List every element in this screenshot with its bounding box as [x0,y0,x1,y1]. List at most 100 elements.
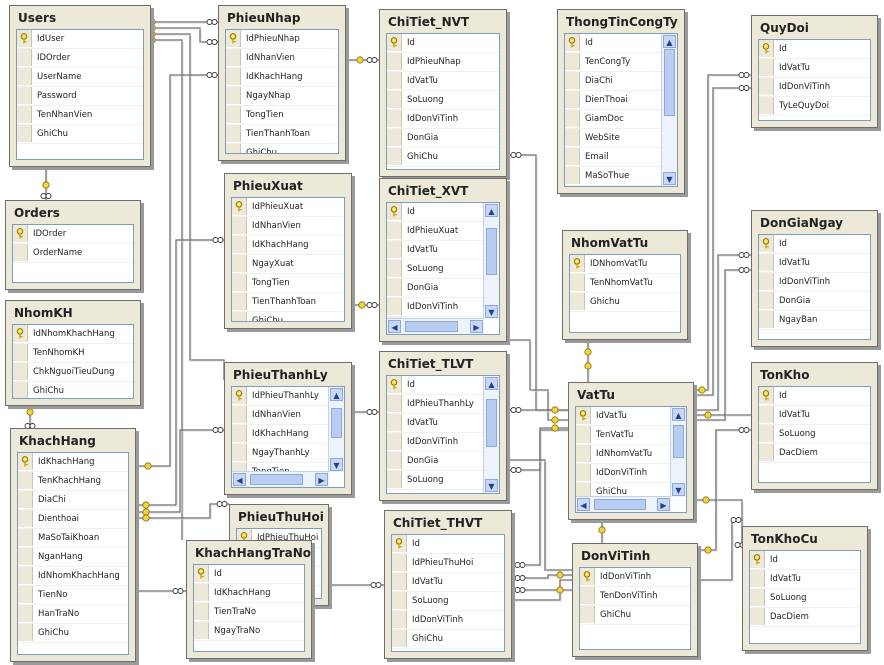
column-row[interactable]: TenNhanVien [17,106,143,125]
column-row[interactable]: Password [17,87,143,106]
row-selector[interactable] [18,624,33,641]
row-selector[interactable] [232,312,247,321]
column-row[interactable]: IdVatTu [759,59,870,78]
row-selector[interactable] [387,129,402,146]
row-selector[interactable] [232,255,247,272]
scroll-up-button[interactable]: ▲ [672,408,685,421]
column-row[interactable]: Id [565,34,662,53]
row-selector[interactable] [565,110,580,127]
column-row[interactable]: NgayXuat [232,255,344,274]
vertical-scrollbar[interactable]: ▲▼ [328,387,344,472]
column-row[interactable]: IdDonViTinh [576,464,671,483]
row-selector[interactable] [759,425,774,442]
row-selector[interactable] [17,49,32,66]
column-row[interactable]: IdPhieuXuat [387,222,484,241]
column-row[interactable]: IdVatTu [387,72,499,91]
row-selector[interactable] [13,344,28,361]
scroll-left-button[interactable]: ◀ [577,498,590,511]
column-row[interactable]: IdNhanVien [232,217,344,236]
column-row[interactable]: MaSoThue [565,167,662,186]
row-selector[interactable] [13,225,28,242]
row-selector[interactable] [18,472,33,489]
row-selector[interactable] [387,222,402,239]
column-row[interactable]: NgayTraNo [194,622,304,641]
row-selector[interactable] [387,72,402,89]
relationship-line[interactable] [134,74,218,467]
row-selector[interactable] [565,148,580,165]
row-selector[interactable] [565,186,580,187]
relationship-line[interactable] [505,459,572,571]
column-row[interactable]: TenNhomKH [13,344,133,363]
row-selector[interactable] [759,387,774,404]
row-selector[interactable] [18,567,33,584]
column-row[interactable]: IdKhachHang [226,68,338,87]
row-selector[interactable] [759,40,774,57]
column-row[interactable]: GhiChu [580,606,690,625]
row-selector[interactable] [392,611,407,628]
column-row[interactable]: IdVatTu [387,414,484,433]
column-row[interactable]: IDNhomVatTu [570,255,680,274]
column-row[interactable]: DonGia [387,129,499,148]
column-row[interactable]: TyLeQuyDoi [759,97,870,116]
column-row[interactable]: TienThanhToan [232,293,344,312]
column-row[interactable]: GhiChu [17,125,143,144]
row-selector[interactable] [387,414,402,431]
column-row[interactable]: SoLuong [392,592,504,611]
row-selector[interactable] [565,129,580,146]
row-selector[interactable] [387,241,402,258]
row-selector[interactable] [387,34,402,51]
row-selector[interactable] [387,376,402,393]
column-row[interactable]: DonGia [387,452,484,471]
column-row[interactable]: TenDonViTinh [580,587,690,606]
row-selector[interactable] [232,293,247,310]
scroll-down-button[interactable]: ▼ [672,483,685,496]
column-row[interactable]: GiamDoc [565,110,662,129]
column-row[interactable]: Id [387,34,499,53]
column-row[interactable]: IdVatTu [759,254,870,273]
scroll-down-button[interactable]: ▼ [663,172,676,185]
column-row[interactable]: GhiChu [392,630,504,649]
row-selector[interactable] [387,260,402,277]
column-row[interactable]: SoLuong [387,91,499,110]
scroll-right-button[interactable]: ▶ [315,473,328,486]
column-row[interactable]: TienThanhToan [226,125,338,144]
vertical-scrollbar[interactable]: ▲▼ [661,34,677,186]
row-selector[interactable] [387,53,402,70]
scroll-up-button[interactable]: ▲ [485,204,498,217]
row-selector[interactable] [565,34,580,51]
row-selector[interactable] [750,570,765,587]
row-selector[interactable] [759,273,774,290]
column-row[interactable]: IdPhieuThanhLy [232,387,329,406]
relationship-line[interactable] [692,269,751,421]
column-row[interactable]: NganHang [18,548,128,567]
row-selector[interactable] [759,254,774,271]
column-row[interactable]: IdDonViTinh [759,78,870,97]
row-selector[interactable] [565,91,580,108]
column-row[interactable]: IdDonViTinh [759,273,870,292]
column-row[interactable]: DacDiem [759,444,870,463]
row-selector[interactable] [18,586,33,603]
column-row[interactable]: TenVatTu [576,426,671,445]
column-row[interactable]: Ghichu [570,293,680,312]
row-selector[interactable] [387,471,402,488]
column-row[interactable]: GPKD [565,186,662,187]
column-row[interactable]: IdNhanVien [232,406,329,425]
relationship-line[interactable] [505,427,568,471]
row-selector[interactable] [13,244,28,261]
row-selector[interactable] [232,217,247,234]
horizontal-scrollbar[interactable]: ◀▶ [387,318,484,334]
